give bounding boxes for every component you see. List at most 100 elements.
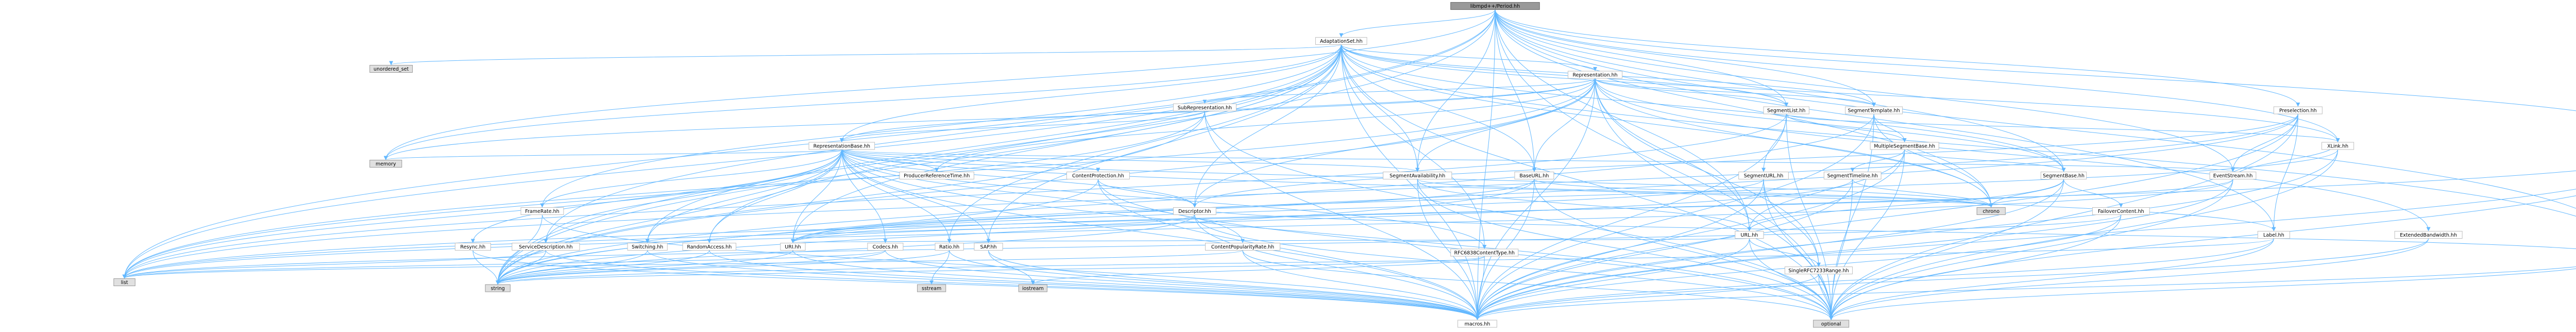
node-box-chrono (1976, 207, 2006, 215)
node-extendedbandwidth[interactable]: ExtendedBandwidth.hh (2394, 231, 2463, 239)
node-singlerfc7233range[interactable]: SingleRFC7233Range.hh (1784, 267, 1853, 274)
edge-representation-to-producerreferencetime (935, 78, 1596, 172)
edge-representation-to-segmentlist (1595, 78, 1789, 107)
node-preselection[interactable]: Preselection.hh (2273, 106, 2323, 114)
node-macros[interactable]: macros.hh (1458, 320, 1497, 328)
edge-representationbase-to-contentprotection (841, 149, 1100, 172)
edge-switching-to-macros (647, 250, 1480, 320)
edge-adaptationset-to-chrono (1341, 44, 1993, 208)
edge-ratio-to-sstream (929, 250, 950, 285)
edge-period-to-macros (1475, 9, 1496, 320)
node-box-sstream (917, 284, 946, 292)
edge-segmentlist-to-optional (1786, 113, 1834, 320)
edge-multiplesegmentbase-to-optional (1829, 149, 1905, 320)
node-box-period (1450, 2, 1540, 10)
node-box-segmenttemplate (1845, 106, 1903, 114)
node-label-segmentbase: SegmentBase.hh (2043, 173, 2084, 179)
node-memory[interactable]: memory (369, 160, 402, 168)
node-randomaccess[interactable]: RandomAccess.hh (682, 243, 737, 251)
edge-failovercontent-to-list (122, 214, 2122, 279)
node-codecs[interactable]: Codecs.hh (867, 243, 904, 251)
node-label-string: string (491, 286, 505, 292)
edge-ratio-to-macros (949, 250, 1480, 320)
node-label-representationbase: RepresentationBase.hh (814, 144, 870, 150)
node-producerreferencetime[interactable]: ProducerReferenceTime.hh (899, 172, 974, 179)
edge-period-to-segmentavailability (1415, 9, 1496, 172)
node-label-eventstream: EventStream.hh (2213, 173, 2253, 179)
edge-representationbase-to-memory (384, 149, 842, 160)
edge-uri-to-macros (792, 250, 1480, 320)
node-iostream[interactable]: iostream (1018, 284, 1047, 292)
node-box-optional (1813, 320, 1850, 328)
edge-adaptationset-to-baseurl (1341, 44, 1536, 172)
node-representation[interactable]: Representation.hh (1567, 71, 1623, 79)
node-ratio[interactable]: Ratio.hh (935, 243, 964, 251)
node-label-sstream: sstream (922, 286, 941, 292)
node-failovercontent[interactable]: FailoverContent.hh (2092, 207, 2150, 215)
node-switching[interactable]: Switching.hh (627, 243, 668, 251)
node-label-list: list (121, 280, 128, 286)
node-chrono[interactable]: chrono (1976, 207, 2006, 215)
node-adaptationset[interactable]: AdaptationSet.hh (1315, 37, 1367, 45)
node-label-period: libmpd++/Period.hh (1470, 4, 1520, 9)
edge-period-to-adaptationset (1339, 9, 1496, 38)
node-contentpopularityrate[interactable]: ContentPopularityRate.hh (1205, 243, 1280, 251)
node-framerate[interactable]: FrameRate.hh (520, 207, 564, 215)
node-string[interactable]: string (485, 284, 511, 292)
node-segmenturl[interactable]: SegmentURL.hh (1738, 172, 1789, 179)
node-segmentavailability[interactable]: SegmentAvailability.hh (1383, 172, 1452, 179)
edge-representationbase-to-contentpopularityrate (841, 149, 1245, 243)
node-box-memory (369, 160, 402, 168)
node-rfc6838contenttype[interactable]: RFC6838ContentType.hh (1450, 248, 1519, 257)
node-resync[interactable]: Resync.hh (454, 243, 491, 251)
edge-servicedescription-to-string (496, 250, 546, 285)
node-list[interactable]: list (113, 278, 135, 286)
node-label-resync: Resync.hh (460, 244, 485, 250)
edge-ratio-to-string (496, 250, 950, 285)
node-label[interactable]: Label.hh (2257, 231, 2290, 239)
edge-randomaccess-to-macros (709, 250, 1480, 320)
edge-period-to-segmentlist (1495, 9, 1789, 107)
node-representationbase[interactable]: RepresentationBase.hh (808, 142, 875, 150)
node-period[interactable]: libmpd++/Period.hh (1450, 2, 1540, 10)
edge-contentprotection-to-descriptor (1097, 179, 1197, 208)
edge-segmenturl-to-singlerfc7233range (1763, 179, 1821, 267)
edge-representation-to-baseurl (1532, 78, 1596, 172)
edge-descriptor-to-macros (1194, 214, 1480, 320)
node-uri[interactable]: URI.hh (780, 243, 806, 251)
node-label-framerate: FrameRate.hh (525, 209, 559, 214)
node-segmentlist[interactable]: SegmentList.hh (1763, 106, 1809, 114)
edge-baseurl-to-uri (791, 179, 1535, 243)
node-descriptor[interactable]: Descriptor.hh (1173, 207, 1216, 215)
edge-segmentavailability-to-optional (1417, 179, 1834, 320)
node-box-url (1735, 231, 1764, 239)
edge-multiplesegmentbase-to-url (1747, 149, 1905, 231)
node-sap[interactable]: SAP.hh (974, 243, 1003, 251)
node-multiplesegmentbase[interactable]: MultipleSegmentBase.hh (1870, 142, 1939, 150)
node-servicedescription[interactable]: ServiceDescription.hh (512, 243, 580, 251)
node-unordered_set[interactable]: unordered_set (369, 65, 413, 73)
edge-adaptationset-to-unordered_set (389, 44, 1342, 65)
node-sstream[interactable]: sstream (917, 284, 946, 292)
edge-segmentlist-to-multiplesegmentbase (1786, 113, 1907, 142)
node-box-list (113, 278, 135, 286)
node-segmentbase[interactable]: SegmentBase.hh (2040, 172, 2087, 179)
node-segmenttemplate[interactable]: SegmentTemplate.hh (1845, 106, 1903, 114)
node-baseurl[interactable]: BaseURL.hh (1514, 172, 1554, 179)
node-xlink[interactable]: XLink.hh (2321, 142, 2354, 150)
node-subrepresentation[interactable]: SubRepresentation.hh (1173, 103, 1236, 111)
node-eventstream[interactable]: EventStream.hh (2209, 172, 2257, 179)
node-box-segmenttimeline (1823, 172, 1882, 179)
edge-representationbase-to-ratio (841, 149, 952, 243)
node-url[interactable]: URL.hh (1735, 231, 1764, 239)
node-contentprotection[interactable]: ContentProtection.hh (1066, 172, 1130, 179)
node-optional[interactable]: optional (1813, 320, 1850, 328)
edge-adaptationset-to-segmentavailability (1341, 44, 1420, 172)
node-label-segmentlist: SegmentList.hh (1767, 108, 1805, 114)
edge-representation-to-singlerfc7233range (1595, 78, 1821, 267)
edge-label-to-optional (1829, 238, 2274, 320)
node-label-segmenttemplate: SegmentTemplate.hh (1848, 108, 1900, 114)
edge-segmentbase-to-failovercontent (2063, 179, 2123, 208)
edge-adaptationset-to-optional (1341, 44, 1834, 320)
node-segmenttimeline[interactable]: SegmentTimeline.hh (1823, 172, 1882, 179)
